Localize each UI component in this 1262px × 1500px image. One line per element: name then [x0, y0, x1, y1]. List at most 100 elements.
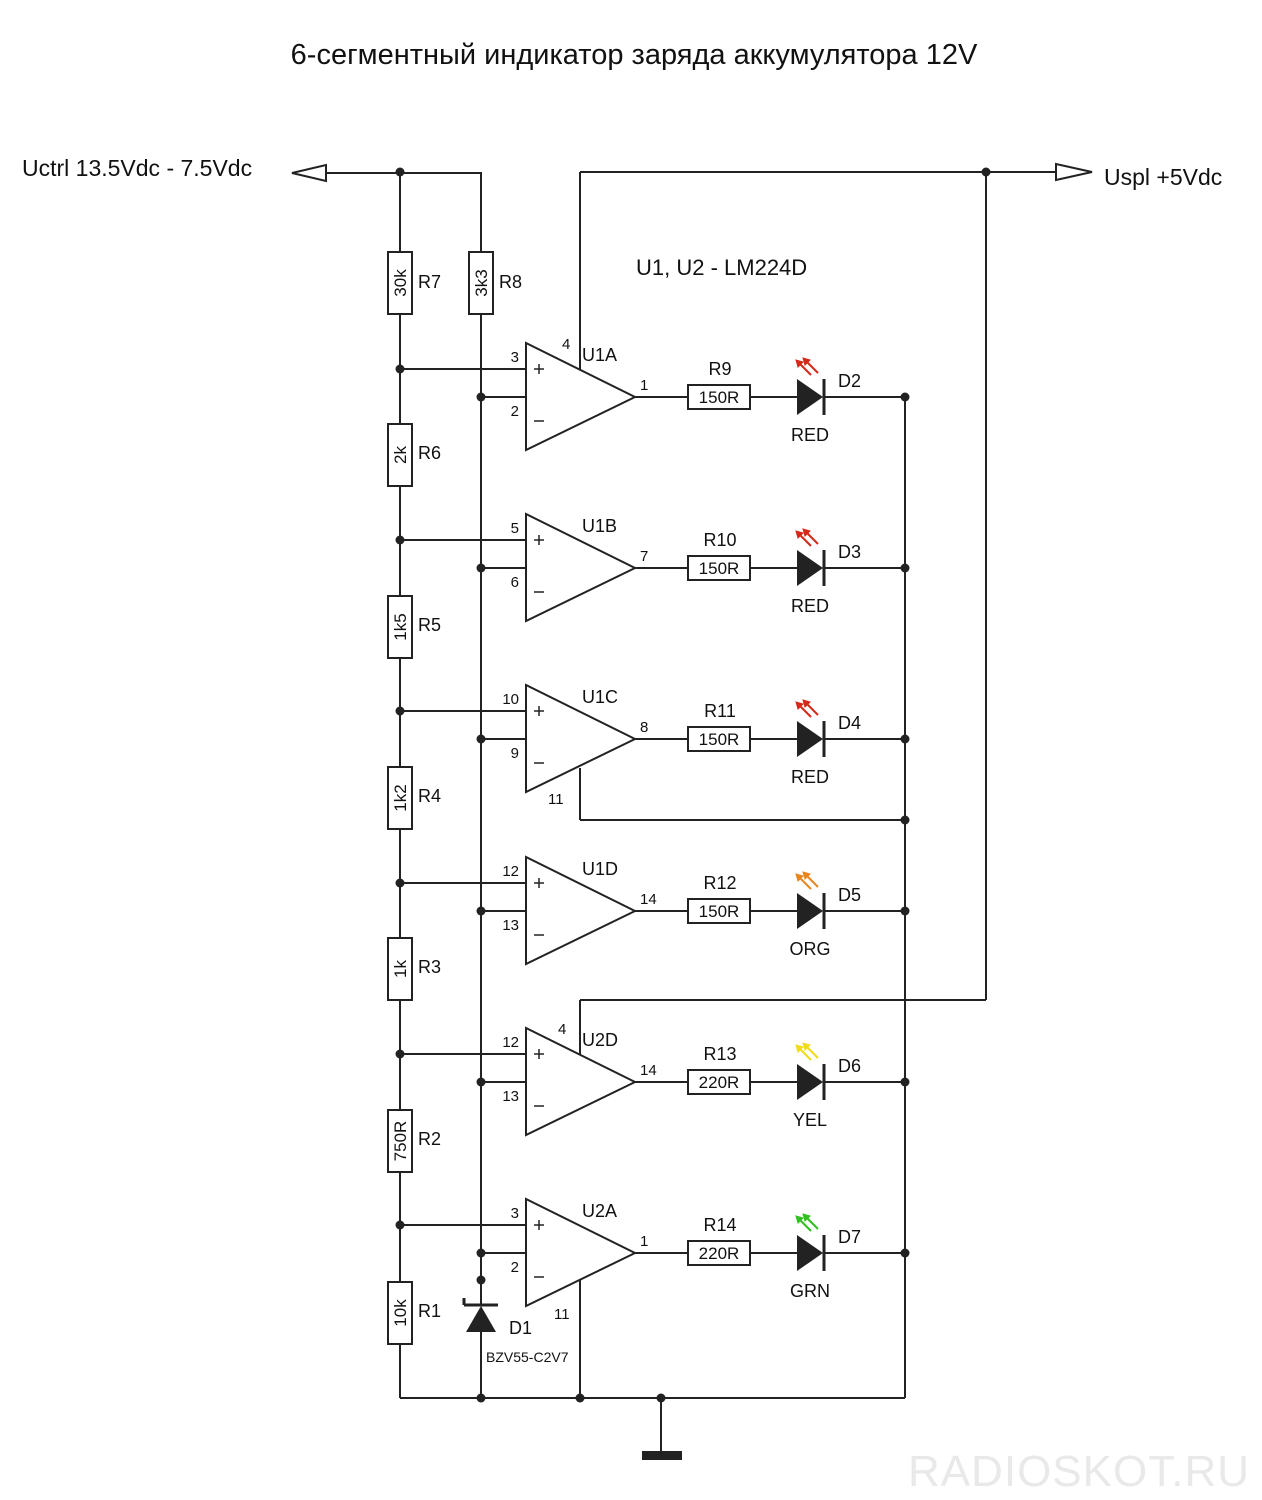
led-ref: D3: [838, 542, 861, 562]
resistor-r2: 750R R2: [387, 1109, 441, 1173]
opamp-triangle-icon: [525, 1197, 638, 1308]
resistor-r1-value: 10k: [391, 1299, 410, 1327]
resistor-r1: 10k R1: [387, 1281, 441, 1345]
led-ref: D2: [838, 371, 861, 391]
resistor-value: 150R: [699, 730, 740, 749]
led-ref: D4: [838, 713, 861, 733]
resistor-r1-ref: R1: [418, 1301, 441, 1321]
resistor-ref: R14: [703, 1215, 736, 1235]
opamp-triangle-icon: [525, 1026, 638, 1137]
input-rail: Uctrl 13.5Vdc - 7.5Vdc: [22, 155, 482, 183]
hollow-arrow-left-icon: [291, 163, 327, 183]
resistor-r2-ref: R2: [418, 1129, 441, 1149]
led-label: RED: [791, 596, 829, 616]
resistor-ref: R12: [703, 873, 736, 893]
pin-plus: 3: [511, 349, 519, 366]
zener-ref: D1: [509, 1318, 532, 1338]
resistor-value: 150R: [699, 388, 740, 407]
resistor-value: 220R: [699, 1073, 740, 1092]
supply-rail-label: Uspl +5Vdc: [1104, 164, 1222, 190]
u2-vcc-pin: 4: [558, 1021, 566, 1038]
u1-vcc-pin: 4: [562, 336, 570, 353]
pin-minus: 13: [502, 917, 519, 934]
opamp-triangle-icon: [525, 341, 638, 452]
resistor-r4-value: 1k2: [391, 784, 410, 811]
pin-plus: 12: [502, 1034, 519, 1051]
resistor-r6: 2k R6: [387, 423, 441, 487]
opamp-triangle-icon: [525, 855, 638, 966]
led-label: YEL: [793, 1110, 827, 1130]
resistor-ref: R13: [703, 1044, 736, 1064]
pin-out: 8: [640, 719, 648, 736]
watermark: RADIOSKOT.RU: [908, 1447, 1250, 1496]
input-rail-label: Uctrl 13.5Vdc - 7.5Vdc: [22, 155, 252, 181]
light-rays-icon: [795, 357, 819, 376]
led-ref: D7: [838, 1227, 861, 1247]
opamp-label: U1B: [582, 516, 617, 536]
resistor-r5-value: 1k5: [391, 613, 410, 640]
ground-icon: [642, 1451, 682, 1460]
resistor-r3: 1k R3: [387, 937, 441, 1001]
pin-out: 14: [640, 891, 657, 908]
zener-part: BZV55-C2V7: [486, 1349, 569, 1365]
resistor-r3-ref: R3: [418, 957, 441, 977]
resistor-r6-ref: R6: [418, 443, 441, 463]
resistor-r6-value: 2k: [391, 446, 410, 464]
pin-minus: 9: [511, 745, 519, 762]
light-rays-icon: [795, 1042, 819, 1061]
pin-plus: 3: [511, 1205, 519, 1222]
led-label: RED: [791, 767, 829, 787]
resistor-r8-value: 3k3: [472, 269, 491, 296]
resistor-value: 220R: [699, 1244, 740, 1263]
light-rays-icon: [795, 528, 819, 547]
pin-minus: 13: [502, 1088, 519, 1105]
pin-plus: 5: [511, 520, 519, 537]
u1-gnd-pin: 11: [548, 791, 564, 808]
hollow-arrow-right-icon: [1055, 162, 1093, 182]
resistor-r7-ref: R7: [418, 272, 441, 292]
resistor-r2-value: 750R: [391, 1121, 410, 1162]
opamp-label: U1D: [582, 859, 618, 879]
opamp-label: U1A: [582, 345, 617, 365]
resistor-ref: R10: [703, 530, 736, 550]
pin-minus: 2: [511, 403, 519, 420]
pin-out: 1: [640, 377, 648, 394]
resistor-r5-ref: R5: [418, 615, 441, 635]
supply-rail: Uspl +5Vdc: [580, 162, 1222, 190]
opamp-triangle-icon: [525, 683, 638, 794]
resistor-value: 150R: [699, 902, 740, 921]
led-label: ORG: [789, 939, 830, 959]
light-rays-icon: [795, 871, 819, 890]
pin-plus: 12: [502, 863, 519, 880]
led-ref: D6: [838, 1056, 861, 1076]
opamp-triangle-icon: [525, 512, 638, 623]
pin-out: 1: [640, 1233, 648, 1250]
pin-out: 14: [640, 1062, 657, 1079]
opamp-label: U2D: [582, 1030, 618, 1050]
led-label: RED: [791, 425, 829, 445]
zener-diode-icon: D1 BZV55-C2V7: [462, 1298, 569, 1365]
opamp-label: U2A: [582, 1201, 617, 1221]
resistor-r7-value: 30k: [391, 269, 410, 297]
led-label: GRN: [790, 1281, 830, 1301]
resistor-ref: R11: [704, 701, 736, 721]
light-rays-icon: [795, 1213, 819, 1232]
resistor-ref: R9: [708, 359, 731, 379]
resistor-r7: 30k R7: [387, 251, 441, 315]
pin-minus: 6: [511, 574, 519, 591]
pin-minus: 2: [511, 1259, 519, 1276]
resistor-value: 150R: [699, 559, 740, 578]
resistor-r5: 1k5 R5: [387, 595, 441, 659]
pin-plus: 10: [502, 691, 519, 708]
resistor-r4: 1k2 R4: [387, 766, 441, 830]
led-ref: D5: [838, 885, 861, 905]
chip-note: U1, U2 - LM224D: [636, 255, 807, 280]
light-rays-icon: [795, 699, 819, 718]
resistor-r8: 3k3 R8: [468, 251, 522, 315]
